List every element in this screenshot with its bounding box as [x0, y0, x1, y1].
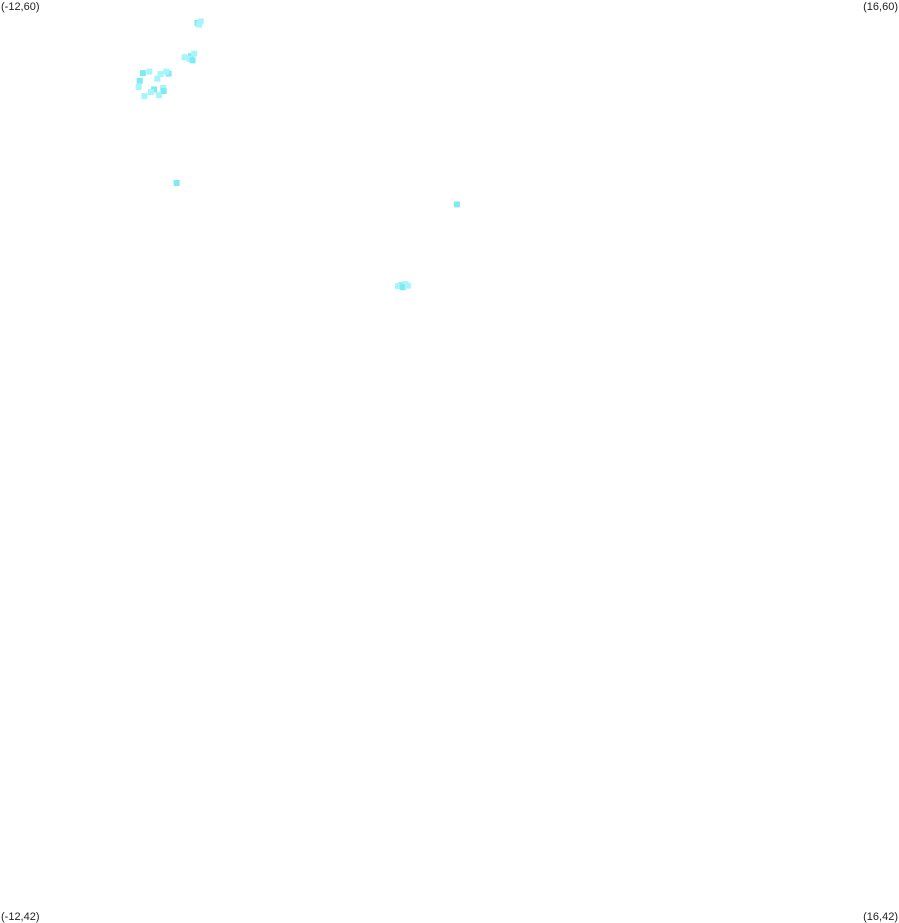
cluster-north-small: [194, 18, 204, 28]
map-marker[interactable]: [147, 89, 154, 95]
map-marker[interactable]: [189, 57, 196, 64]
map-marker[interactable]: [139, 70, 146, 77]
map-marker[interactable]: [181, 54, 188, 61]
map-marker[interactable]: [135, 83, 142, 90]
map-marker[interactable]: [186, 55, 193, 62]
map-marker[interactable]: [399, 284, 406, 291]
map-marker[interactable]: [151, 86, 158, 93]
map-marker[interactable]: [404, 282, 411, 289]
map-marker[interactable]: [395, 283, 402, 290]
corner-label-bottom-left: (-12,42): [1, 911, 40, 923]
cluster-north-mid: [181, 50, 198, 64]
cluster-northwest: [135, 68, 172, 100]
map-marker[interactable]: [136, 77, 143, 84]
corner-label-bottom-right: (16,42): [863, 911, 898, 923]
cluster-isolated-west: [173, 180, 180, 186]
map-marker[interactable]: [163, 68, 170, 75]
cluster-center-south: [395, 281, 411, 291]
map-marker[interactable]: [141, 93, 148, 100]
map-marker[interactable]: [146, 68, 153, 75]
corner-label-top-left: (-12,60): [1, 1, 40, 13]
map-marker[interactable]: [154, 75, 161, 82]
map-marker[interactable]: [160, 84, 167, 91]
corner-label-top-right: (16,60): [863, 1, 898, 13]
cluster-isolated-center: [453, 201, 460, 208]
map-marker[interactable]: [453, 201, 460, 208]
map-marker[interactable]: [155, 92, 162, 99]
map-marker[interactable]: [191, 50, 198, 57]
map-marker[interactable]: [157, 71, 164, 78]
map-marker[interactable]: [160, 88, 167, 94]
map-marker[interactable]: [196, 21, 203, 28]
map-marker[interactable]: [173, 180, 180, 186]
